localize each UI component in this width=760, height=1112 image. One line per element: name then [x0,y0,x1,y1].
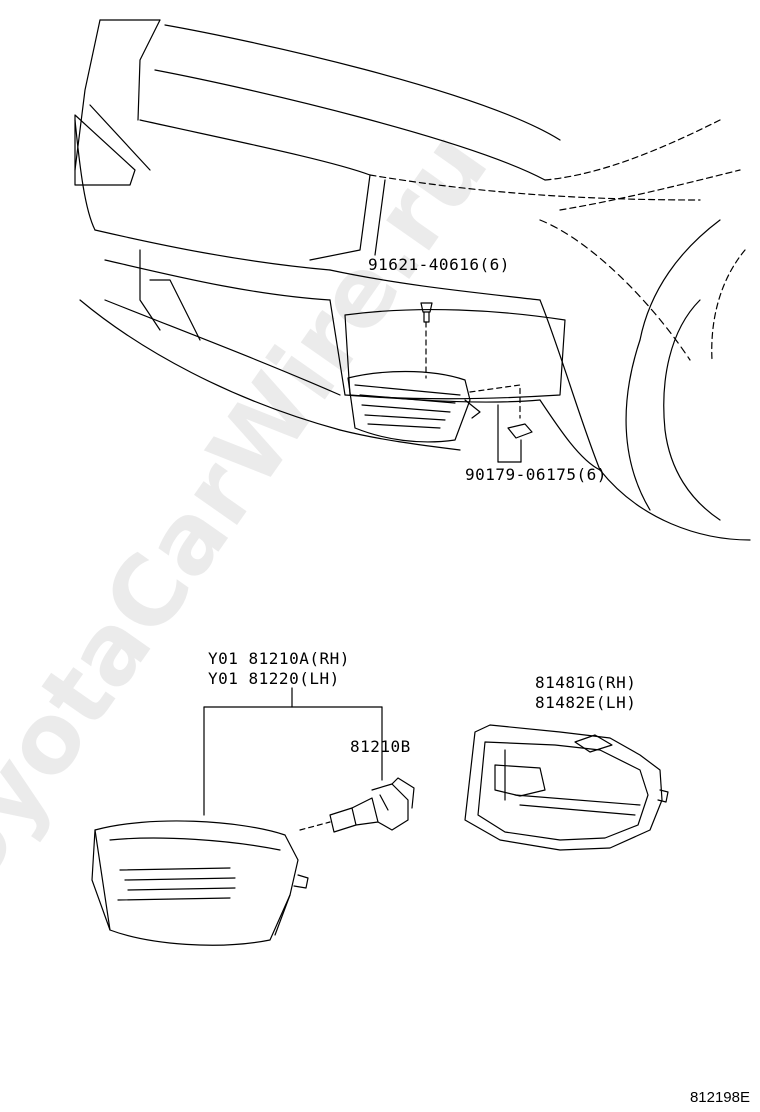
callout-lamp-rh: Y01 81210A(RH) [208,649,350,668]
lamp-cover-bracket [464,724,669,851]
fog-lamp-assembly [91,820,309,946]
callout-lamp-lh: Y01 81220(LH) [208,669,340,688]
illustration-code: 812198E [689,1089,750,1106]
callout-cover-lh: 81482E(LH) [535,693,637,712]
fog-bulb [299,777,415,833]
callout-screw: 91621-40616(6) [368,255,510,274]
callout-nut: 90179-06175(6) [465,465,607,484]
callout-cover-rh: 81481G(RH) [535,673,637,692]
callout-bulb: 81210B [350,737,411,756]
vehicle-front-illustration [74,19,751,541]
lamp-callout-leader [203,687,383,816]
